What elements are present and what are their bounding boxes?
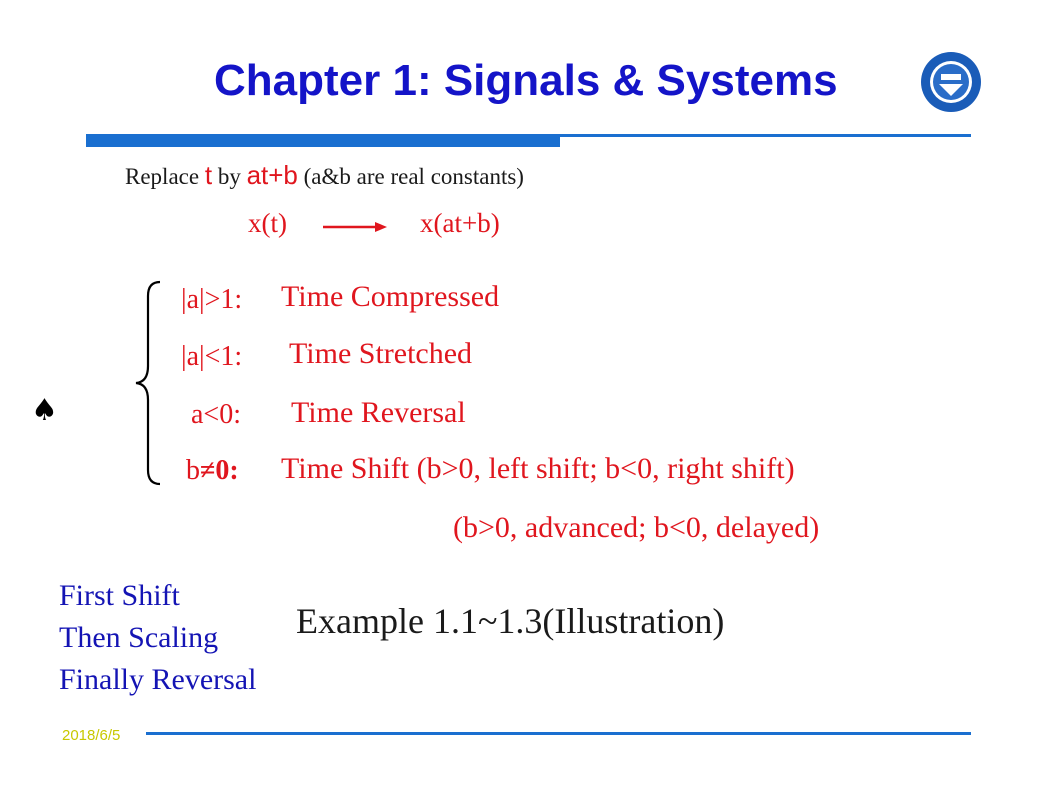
steps-list: First Shift Then Scaling Finally Reversa…: [59, 575, 256, 701]
case-desc-3: Time Reversal: [291, 396, 466, 429]
step-item: Then Scaling: [59, 621, 219, 654]
case-cond-1: |a|>1:: [181, 284, 243, 315]
intro-t: t: [204, 160, 213, 190]
footer-date: 2018/6/5: [62, 727, 121, 744]
footer-rule: [146, 732, 971, 735]
step-item: Finally Reversal: [59, 663, 257, 696]
slide-title: Chapter 1: Signals & Systems: [214, 56, 838, 105]
case-desc-4: Time Shift (b>0, left shift; b<0, right …: [281, 452, 795, 485]
intro-by: by: [217, 164, 241, 189]
university-seal-icon: [921, 52, 981, 112]
case-cond-4-neq: ≠0:: [200, 455, 239, 486]
case-desc-1: Time Compressed: [281, 280, 500, 313]
shift-note: (b>0, advanced; b<0, delayed): [453, 511, 820, 544]
step-item: First Shift: [59, 579, 180, 612]
header-rule-accent: [86, 137, 560, 147]
case-cond-4-prefix: b: [186, 455, 200, 486]
example-reference: Example 1.1~1.3(Illustration): [296, 601, 725, 641]
header-rule: [86, 134, 971, 137]
mapping-from: x(t): [248, 208, 287, 238]
case-cond-4: b≠0:: [186, 455, 239, 487]
spade-icon: ♠: [31, 393, 58, 428]
intro-replace: Replace: [125, 164, 200, 189]
case-cond-3: a<0:: [191, 399, 241, 430]
case-cond-2: |a|<1:: [181, 341, 243, 372]
intro-atb: at+b: [246, 160, 298, 190]
left-brace-icon: [135, 280, 161, 486]
intro-note: (a&b are real constants): [303, 164, 524, 189]
right-arrow-icon: [323, 222, 387, 232]
mapping-to: x(at+b): [420, 208, 500, 238]
intro-line: Replace t by at+b (a&b are real constant…: [125, 160, 524, 191]
case-desc-2: Time Stretched: [289, 337, 473, 370]
